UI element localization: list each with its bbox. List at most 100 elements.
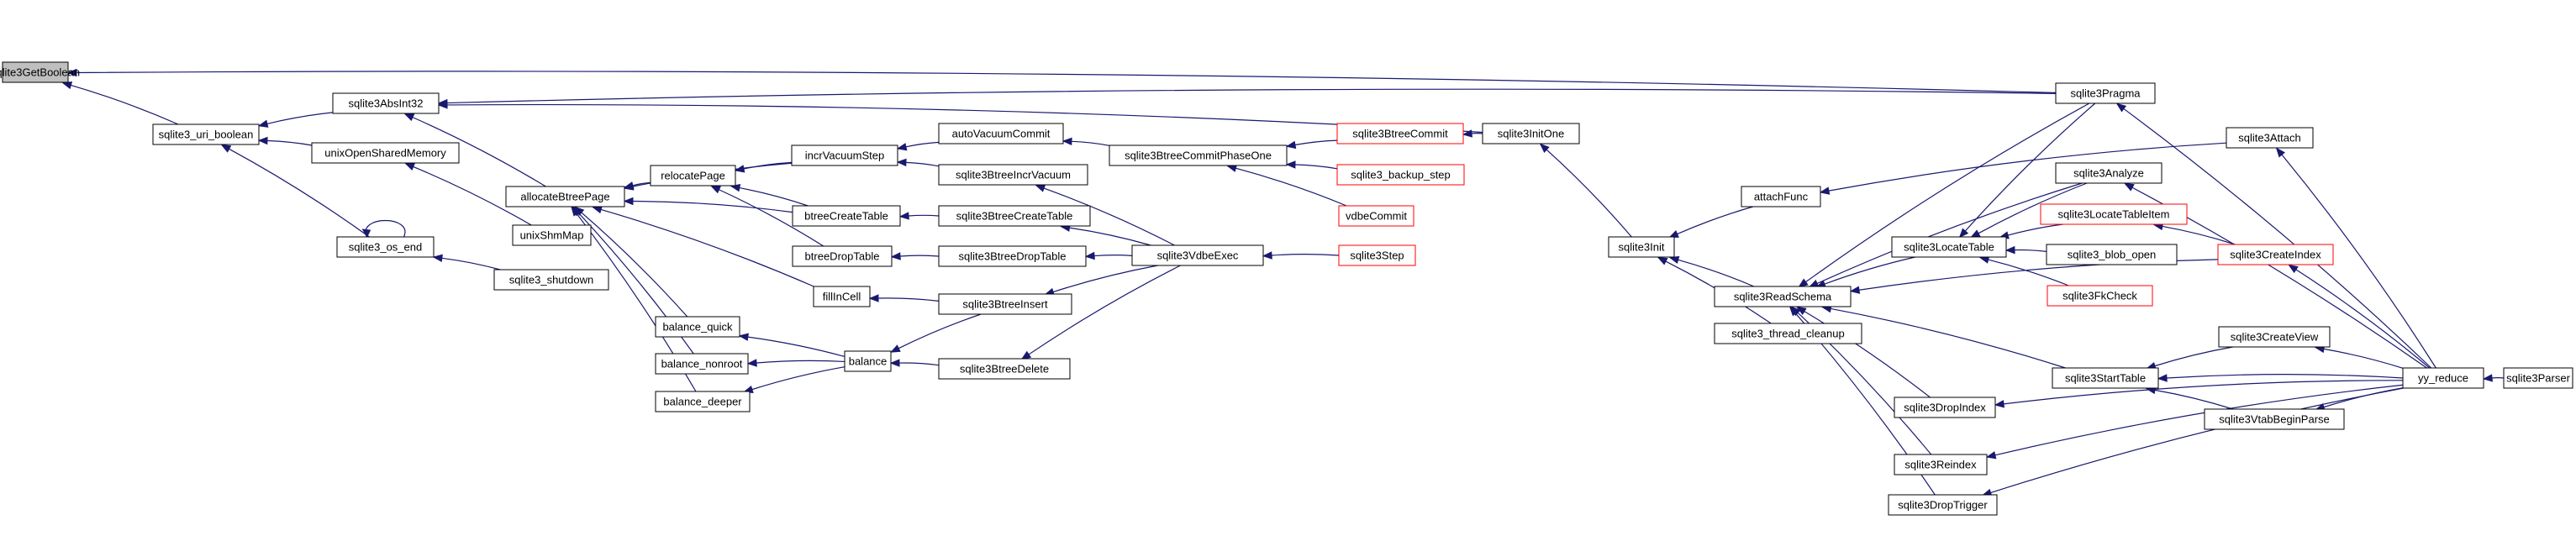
edge-btreecommit-to-commitphaseone <box>1294 139 1338 146</box>
node-label: sqlite3InitOne <box>1498 128 1565 140</box>
node-box <box>2046 244 2178 265</box>
node-locatetable[interactable]: sqlite3LocateTable <box>1891 236 2007 258</box>
node-label: sqlite3_uri_boolean <box>159 129 254 141</box>
node-analyze[interactable]: sqlite3Analyze <box>2055 162 2162 184</box>
node-balance_deeper[interactable]: balance_deeper <box>655 391 751 412</box>
node-box <box>1714 323 1862 344</box>
edge-arrowhead <box>403 113 415 122</box>
edge-vtabbeginparse-to-starttable <box>2154 389 2233 410</box>
node-label: sqlite3Parser <box>2506 372 2571 385</box>
edge-btreecreatetable-to-allocatebtreepage <box>632 200 793 213</box>
node-blob_open[interactable]: sqlite3_blob_open <box>2046 244 2178 265</box>
node-allocatebtreepage[interactable]: allocateBtreePage <box>505 186 625 207</box>
node-starttable[interactable]: sqlite3StartTable <box>2052 367 2159 389</box>
node-box <box>655 391 751 412</box>
node-getboolean[interactable]: sqlite3GetBoolean <box>0 61 80 83</box>
node-os_end[interactable]: sqlite3_os_end <box>336 236 435 258</box>
edge-arrowhead <box>710 186 721 194</box>
edge-initone-to-absint32 <box>446 103 1483 134</box>
node-balance[interactable]: balance <box>844 350 892 372</box>
node-label: sqlite3BtreeInsert <box>962 298 1048 311</box>
node-readschema[interactable]: sqlite3ReadSchema <box>1714 286 1852 307</box>
node-shutdown[interactable]: sqlite3_shutdown <box>493 269 609 291</box>
node-locatetableitem[interactable]: sqlite3LocateTableItem <box>2040 203 2188 225</box>
node-s3btreecreatetable[interactable]: sqlite3BtreeCreateTable <box>938 205 1091 227</box>
edge-unixopenshm-to-uri_boolean <box>266 139 313 146</box>
node-btreecreatetable[interactable]: btreeCreateTable <box>792 205 901 227</box>
node-box <box>2218 326 2331 348</box>
node-initone[interactable]: sqlite3InitOne <box>1482 123 1580 144</box>
node-box <box>655 353 749 375</box>
node-label: sqlite3VtabBeginParse <box>2219 413 2330 426</box>
node-attach[interactable]: sqlite3Attach <box>2226 127 2314 149</box>
node-commitphaseone[interactable]: sqlite3BtreeCommitPhaseOne <box>1109 144 1288 166</box>
node-autovacuumcommit[interactable]: autoVacuumCommit <box>938 123 1064 144</box>
node-label: sqlite3CreateIndex <box>2230 249 2321 261</box>
node-label: sqlite3BtreeDropTable <box>959 250 1067 263</box>
node-box <box>1338 244 1416 266</box>
node-relocatepage[interactable]: relocatePage <box>650 165 736 186</box>
edge-btreeinsert-to-balance <box>898 313 982 349</box>
node-yy_reduce[interactable]: yy_reduce <box>2402 367 2484 389</box>
node-parser[interactable]: sqlite3Parser <box>2503 367 2573 389</box>
edge-arrowhead <box>1849 286 1861 294</box>
node-vtabbeginparse[interactable]: sqlite3VtabBeginParse <box>2204 408 2345 430</box>
node-dropindex[interactable]: sqlite3DropIndex <box>1894 397 1996 418</box>
edge-arrowhead <box>432 254 443 263</box>
edge-s3btreedroptable-to-btreedroptable <box>899 255 940 257</box>
node-box <box>1131 244 1264 266</box>
node-vdbecommit[interactable]: vdbeCommit <box>1338 205 1414 227</box>
node-uri_boolean[interactable]: sqlite3_uri_boolean <box>152 123 260 145</box>
node-box <box>1482 123 1580 144</box>
node-unixopenshm[interactable]: unixOpenSharedMemory <box>311 142 460 164</box>
node-s3btreedroptable[interactable]: sqlite3BtreeDropTable <box>938 245 1087 267</box>
node-box <box>1894 397 1996 418</box>
node-init[interactable]: sqlite3Init <box>1608 236 1675 258</box>
node-attachfunc[interactable]: attachFunc <box>1741 186 1821 207</box>
edge-blob_open-to-locatetable <box>2014 249 2047 252</box>
node-box <box>332 92 440 114</box>
node-fillincell[interactable]: fillInCell <box>813 286 871 307</box>
node-btreedroptable[interactable]: btreeDropTable <box>792 245 893 267</box>
node-label: sqlite3Analyze <box>2073 167 2144 180</box>
node-label: sqlite3BtreeCommit <box>1352 128 1448 140</box>
node-pragma[interactable]: sqlite3Pragma <box>2055 82 2156 104</box>
edge-arrowhead <box>896 158 907 167</box>
node-label: sqlite3BtreeDelete <box>960 363 1049 376</box>
edge-dropindex-to-readschema <box>1804 311 1931 398</box>
node-label: incrVacuumStep <box>805 150 884 162</box>
edge-vdbeexec-to-s3btreedroptable <box>1093 255 1133 257</box>
node-vdbeexec[interactable]: sqlite3VdbeExec <box>1131 244 1264 266</box>
node-box <box>1338 205 1414 227</box>
node-balance_nonroot[interactable]: balance_nonroot <box>655 353 749 375</box>
node-btreedelete[interactable]: sqlite3BtreeDelete <box>938 358 1071 380</box>
node-label: sqlite3CreateView <box>2231 331 2319 344</box>
node-label: allocateBtreePage <box>520 191 609 203</box>
node-btreeincrvacuum[interactable]: sqlite3BtreeIncrVacuum <box>938 164 1088 186</box>
edge-arrowhead <box>1958 228 1969 239</box>
node-fkcheck[interactable]: sqlite3FkCheck <box>2047 285 2153 307</box>
node-thread_cleanup[interactable]: sqlite3_thread_cleanup <box>1714 323 1862 344</box>
edge-arrowhead <box>1084 251 1095 260</box>
edge-arrowhead <box>1798 278 1809 288</box>
node-box <box>650 165 736 186</box>
edge-vdbeexec-to-s3btreecreatetable <box>1069 227 1151 246</box>
node-box <box>938 205 1091 227</box>
node-droptrigger[interactable]: sqlite3DropTrigger <box>1888 494 1998 516</box>
node-reindex[interactable]: sqlite3Reindex <box>1894 454 1988 475</box>
node-label: sqlite3FkCheck <box>2062 290 2137 302</box>
node-label: sqlite3DropTrigger <box>1898 499 1988 512</box>
edge-arrowhead <box>66 68 77 77</box>
node-btreeinsert[interactable]: sqlite3BtreeInsert <box>938 293 1072 315</box>
node-absint32[interactable]: sqlite3AbsInt32 <box>332 92 440 114</box>
node-box <box>813 286 871 307</box>
node-balance_quick[interactable]: balance_quick <box>655 316 740 338</box>
node-label: sqlite3_blob_open <box>2068 249 2157 261</box>
node-step[interactable]: sqlite3Step <box>1338 244 1416 266</box>
node-btreecommit[interactable]: sqlite3BtreeCommit <box>1336 123 1464 144</box>
node-createindex[interactable]: sqlite3CreateIndex <box>2217 244 2334 265</box>
node-createview[interactable]: sqlite3CreateView <box>2218 326 2331 348</box>
node-backup_step[interactable]: sqlite3_backup_step <box>1336 164 1465 186</box>
node-incrvacuumstep[interactable]: incrVacuumStep <box>791 144 898 166</box>
node-unixshmmap[interactable]: unixShmMap <box>512 224 592 246</box>
